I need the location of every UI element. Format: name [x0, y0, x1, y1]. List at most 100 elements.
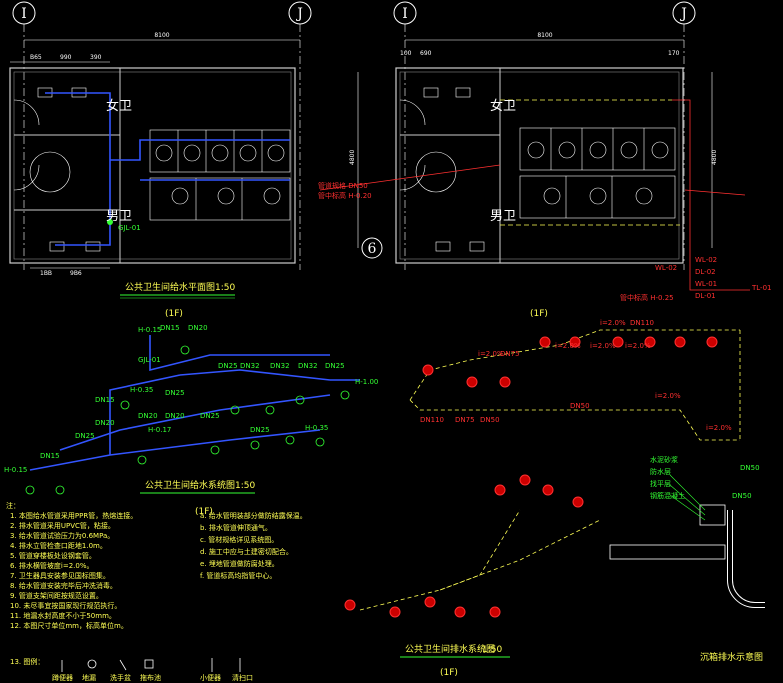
supply-title: 公共卫生间给水系统图 [145, 479, 235, 491]
leader-line-right [684, 189, 746, 196]
right-note-2: DL-02 [695, 268, 716, 276]
sys-label-4: DN20 [188, 324, 208, 332]
basin-right-3 [435, 241, 451, 252]
room-male-right: 男卫 [490, 209, 516, 224]
drain-label-1: i=2.0% [600, 319, 626, 327]
drain-label-6: i=2.0% [590, 342, 616, 350]
supply-system-diagram: H-0.15 GJL-01 DN15 DN20 DN25 DN32 DN32 D… [4, 324, 378, 517]
note-left-6: 6. 排水横管坡度i=2.0%。 [10, 561, 94, 570]
note-left-4: 4. 排水立管检查口距地1.0m。 [10, 541, 107, 550]
note-left-2: 2. 排水管道采用UPVC管，粘接。 [10, 521, 115, 530]
riser-symbol [107, 219, 113, 225]
note-right-3: c. 管材规格详见系统图。 [200, 535, 278, 544]
sys-label-5: DN25 [218, 362, 238, 370]
sys-label-2: GJL-01 [138, 356, 161, 364]
drain-scale: 1:50 [482, 645, 502, 655]
dim-top-3: 390 [90, 54, 102, 61]
legend-label-5: 小便器 [200, 673, 221, 682]
dim-top-1: B65 [30, 54, 42, 61]
stalls-row-1 [149, 129, 291, 173]
supply-fixture-markers [25, 345, 350, 495]
inner-wall [13, 71, 292, 260]
dim-overall-right: 8100 [537, 32, 552, 39]
drain-label-2: DN110 [630, 319, 654, 327]
far-right-note: TL-01 [751, 284, 772, 292]
axis-label-left-b: J [295, 6, 303, 22]
supply-iso-1 [149, 335, 330, 372]
drain-fixture-markers [422, 336, 718, 388]
basin-right-1 [423, 87, 439, 98]
sys-label-8: DN32 [298, 362, 318, 370]
detail-label-1: 水泥砂浆 [650, 455, 678, 464]
detail-title: 沉箱排水示意图 [700, 651, 763, 663]
drain-system-diagram: i=2.0% DN110 i=2.0% DN75 i=2.0% i=2.0% i… [409, 319, 741, 441]
dim-right-top-3: 170 [668, 50, 680, 57]
drain-iso-lower: 公共卫生间排水系统图 1:50 (1F) [344, 474, 601, 678]
note-left-5: 5. 管道穿楼板处设钢套管。 [10, 551, 96, 560]
drain-lower-markers [344, 474, 584, 618]
note-left-3: 3. 给水管道试验压力为0.6MPa。 [10, 531, 114, 540]
notes-heading: 注： [6, 501, 20, 510]
sys-label-9: DN25 [325, 362, 345, 370]
stalls-right-row-2 [519, 175, 676, 219]
drain-iso-2 [409, 399, 740, 441]
dim-bottom-2: 9B6 [70, 270, 82, 277]
door-arc-2 [13, 164, 40, 191]
inner-wall-right [399, 71, 680, 260]
column-circle [29, 151, 71, 193]
bottom-note-2: 管中标高 H-0.25 [620, 293, 674, 302]
note-right-4: d. 施工中应与土建密切配合。 [200, 547, 293, 556]
sys-label-3: DN15 [160, 324, 180, 332]
legend-label-1: 蹲便器 [52, 673, 73, 682]
stalls-row-2 [149, 177, 291, 221]
note-right-2: b. 排水管道伸顶通气。 [200, 523, 272, 532]
legend-label-3: 洗手盆 [110, 673, 131, 682]
note-left-7: 7. 卫生器具安装参见国标图集。 [10, 571, 110, 580]
drain-label-12: DN50 [570, 402, 590, 410]
legend-symbols [61, 658, 241, 672]
dim-vertical-left: 4800 [349, 150, 356, 165]
basin-right-2 [455, 87, 471, 98]
supply-iso-2 [179, 369, 331, 381]
left-plan-title: 公共卫生间给水平面图 [125, 281, 215, 293]
dim-right-top-1: 100 [400, 50, 412, 57]
note-left-11: 11. 地漏水封高度不小于50mm。 [10, 611, 116, 620]
drain-label-4: DN75 [500, 350, 520, 358]
general-notes: 注： 1. 本图给水管道采用PPR管，热熔连接。 2. 排水管道采用UPVC管，… [6, 501, 307, 682]
elbow-pipe-inner [728, 510, 765, 607]
axis-label-row-6: 6 [368, 241, 377, 257]
legend-label-2: 地漏 [82, 673, 96, 682]
detail-label-3: 找平层 [650, 479, 671, 488]
sys-label-13: DN20 [165, 412, 185, 420]
note-left-13: 13. 图例： [10, 657, 44, 666]
axis-label-right-a: I [402, 6, 408, 22]
door-arc-1 [13, 99, 40, 126]
right-drainage-plan: I J 8100 100 690 170 4800 4800 6 [318, 1, 772, 319]
room-female-left: 女卫 [106, 98, 132, 114]
sys-label-12: DN20 [138, 412, 158, 420]
sys-label-20: H-0.15 [4, 466, 27, 474]
legend-label-6: 清扫口 [232, 673, 253, 682]
supply-iso-3 [59, 394, 331, 451]
bottom-note-1: WL-02 [655, 264, 677, 272]
drain-lower-2 [439, 509, 521, 591]
sys-label-17: H-0.17 [148, 426, 171, 434]
outer-wall-right [395, 67, 684, 264]
axis-label-right-b: J [679, 6, 687, 22]
supply-iso-4 [29, 429, 321, 471]
left-water-supply-plan: I J 8100 B65 990 390 [9, 1, 312, 319]
drain-label-7: i=2.0% [625, 342, 651, 350]
detail-label-6: DN50 [740, 464, 760, 472]
detail-leader-2 [669, 484, 706, 516]
drain-label-8: i=2.0% [655, 392, 681, 400]
sys-label-7: DN32 [270, 362, 290, 370]
basin-4 [85, 241, 101, 252]
drain-box [699, 504, 726, 526]
sys-label-18: DN25 [250, 426, 270, 434]
detail-label-4: 钢筋混凝土 [650, 491, 685, 500]
sys-label-19: H-0.35 [305, 424, 328, 432]
detail-label-2: 防水层 [650, 467, 671, 476]
dim-top-2: 990 [60, 54, 72, 61]
drain-label-11: DN50 [480, 416, 500, 424]
axis-label-left-a: I [21, 6, 27, 22]
